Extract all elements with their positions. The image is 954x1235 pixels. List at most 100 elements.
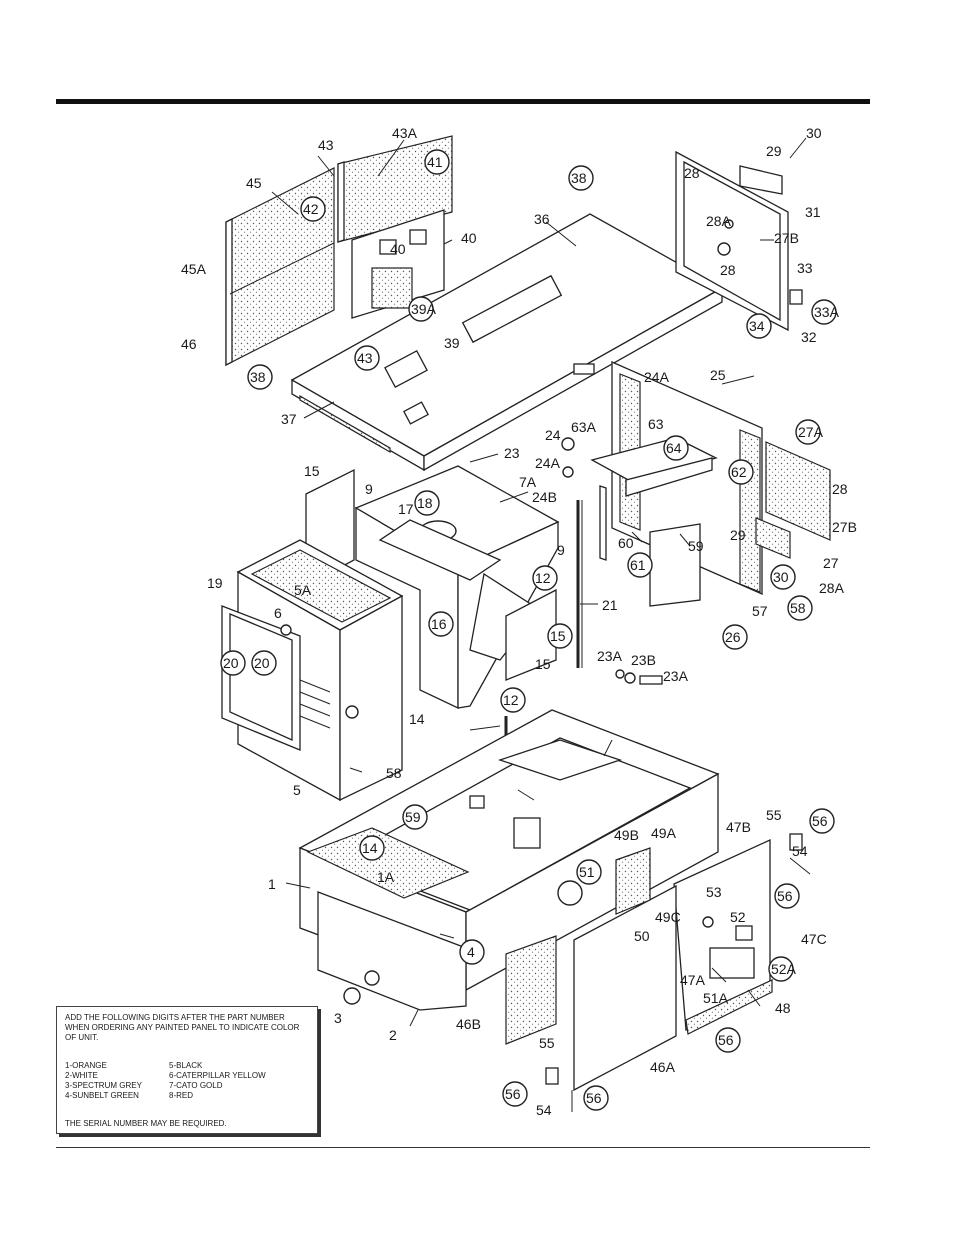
gusset-right	[505, 588, 557, 681]
callout-12: 12	[535, 570, 551, 586]
callout-39: 36	[534, 211, 550, 227]
color-code-item: 4-SUNBELT GREEN	[65, 1091, 139, 1100]
note-heading: ADD THE FOLLOWING DIGITS AFTER THE PART …	[65, 1013, 300, 1042]
callout-56: 56	[586, 1090, 602, 1106]
callout-5a: 5A	[294, 582, 312, 598]
callout-3: 3	[334, 1010, 342, 1026]
callout-16: 15	[550, 628, 566, 644]
callout-7a: 9	[557, 542, 565, 558]
callout-15: 15	[535, 656, 551, 672]
callout-49c: 50	[634, 928, 650, 944]
callout-15: 15	[304, 463, 320, 479]
callout-45: 46A	[650, 1059, 676, 1075]
callout-44: 41	[427, 154, 443, 170]
callout-23a: 23B	[631, 652, 656, 668]
callout-59: 59	[405, 809, 421, 825]
callout-30: 27A	[798, 424, 824, 440]
callout-14: 14	[362, 840, 378, 856]
callout-63: 63	[648, 416, 664, 432]
color-code-item: 7-CATO GOLD	[169, 1081, 223, 1090]
callout-34: 29	[766, 143, 782, 159]
callout-24: 24	[545, 427, 561, 443]
callout-44: 42	[303, 201, 319, 217]
callout-39a: 37	[281, 411, 297, 427]
callout-29: 30	[773, 569, 789, 585]
leader-lines	[271, 137, 811, 1112]
support-rod	[504, 437, 663, 770]
callout-1a: 1A	[377, 869, 395, 885]
callout-53: 54	[536, 1102, 552, 1118]
callout-58: 57	[752, 603, 768, 619]
callout-7: 7A	[519, 474, 537, 490]
callout-23: 23A	[663, 668, 689, 684]
callout-46b: 46	[181, 336, 197, 352]
callout-46: 45	[246, 175, 262, 191]
callout-labels: 43 43A 41 45 42 40 40 45A 46 39A 39 43 3…	[181, 125, 857, 1118]
callout-1: 1	[268, 876, 276, 892]
callout-40: 38	[250, 369, 266, 385]
callout-55: 55	[766, 807, 782, 823]
callout-23b: 23A	[597, 648, 623, 664]
callout-31: 27B	[774, 230, 799, 246]
callout-5: 5	[293, 782, 301, 798]
callout-28: 28A	[819, 580, 845, 596]
callout-13: 16	[431, 616, 447, 632]
callout-38: 33A	[814, 304, 840, 320]
callout-36: 32	[801, 329, 817, 345]
callout-37: 33	[797, 260, 813, 276]
callout-42: 39A	[411, 301, 437, 317]
callout-48a: 43A	[392, 125, 418, 141]
callout-43a: 40	[390, 241, 406, 257]
callout-9: 9	[365, 481, 373, 497]
callout-14: 14	[409, 711, 425, 727]
callout-41: 39	[444, 335, 460, 351]
color-code-item: 1-ORANGE	[65, 1061, 107, 1070]
callout-54: 54	[792, 843, 808, 859]
callout-47a: 47B	[726, 819, 751, 835]
callout-51: 51A	[703, 990, 729, 1006]
callout-47b: 47C	[801, 931, 827, 947]
color-code-item: 6-CATERPILLAR YELLOW	[169, 1071, 266, 1080]
callout-62: 61	[630, 557, 646, 573]
callout-43: 40	[461, 230, 477, 246]
callout-49: 49A	[651, 825, 677, 841]
callout-4: 4	[467, 944, 475, 960]
callout-27a: 28	[832, 481, 848, 497]
callout-51a: 52	[730, 909, 746, 925]
callout-2: 2	[389, 1027, 397, 1043]
callout-62: 62	[731, 464, 747, 480]
callout-46a: 45A	[181, 261, 207, 277]
callout-49b: 49C	[655, 909, 681, 925]
callout-50: 51	[579, 864, 595, 880]
callout-61: 60	[618, 535, 634, 551]
header-rule	[56, 99, 870, 104]
callout-32: 28	[684, 165, 700, 181]
callout-59: 58	[790, 600, 806, 616]
circled-callouts	[220, 149, 837, 1111]
color-code-item: 2-WHITE	[65, 1071, 98, 1080]
callout-17: 17	[398, 501, 414, 517]
callout-28a: 29	[730, 527, 746, 543]
callout-64: 64	[666, 440, 682, 456]
callout-12: 12	[503, 692, 519, 708]
callout-58: 58	[386, 765, 402, 781]
callout-6: 6	[274, 605, 282, 621]
callout-26: 26	[725, 629, 741, 645]
side-door-assembly	[505, 833, 803, 1092]
callout-47c: 48	[775, 1000, 791, 1016]
callout-52a: 53	[706, 884, 722, 900]
callout-47: 47A	[680, 972, 706, 988]
callout-56: 56	[505, 1086, 521, 1102]
color-code-item: 3-SPECTRUM GREY	[65, 1081, 142, 1090]
callout-44: 43	[357, 350, 373, 366]
color-code-list: 1-ORANGE 5-BLACK 2-WHITE 6-CATERPILLAR Y…	[65, 1061, 309, 1101]
callout-21: 21	[602, 597, 618, 613]
footer-rule	[56, 1147, 870, 1148]
door-panel	[675, 150, 803, 332]
callout-38: 34	[749, 318, 765, 334]
callout-27b: 27B	[832, 519, 857, 535]
callout-33a: 28A	[706, 213, 732, 229]
callout-52: 52A	[771, 961, 797, 977]
callout-40: 38	[571, 170, 587, 186]
